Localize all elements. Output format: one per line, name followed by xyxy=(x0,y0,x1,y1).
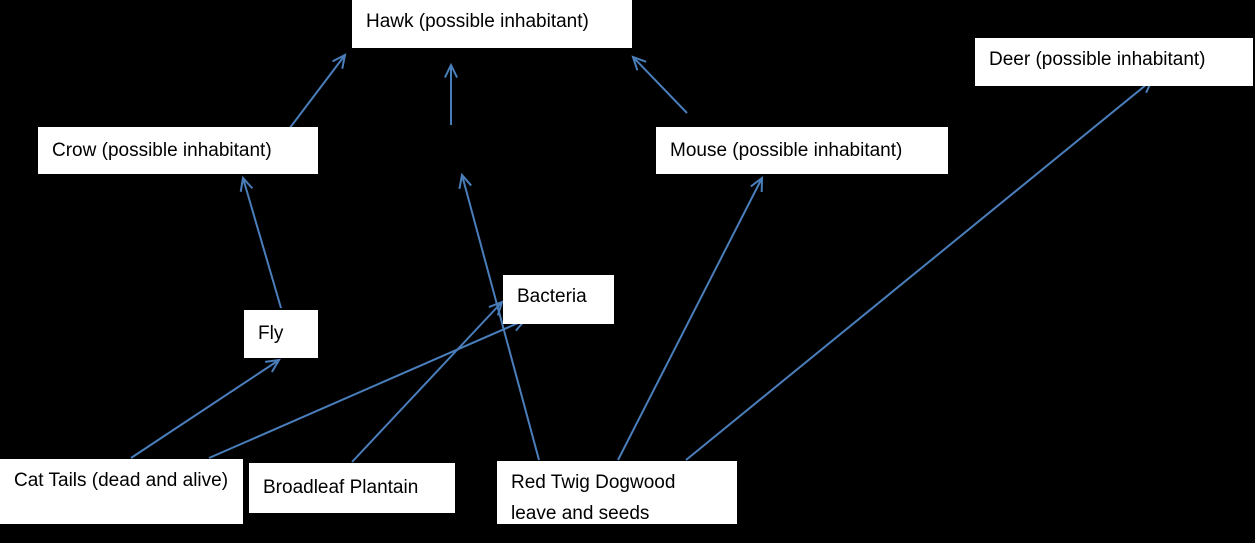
arrowhead-icon xyxy=(264,358,281,373)
arrow-redtwig-to-mouse xyxy=(617,175,764,461)
node-crow: Crow (possible inhabitant) xyxy=(38,127,318,174)
arrowhead-icon xyxy=(444,62,458,79)
node-hawk: Hawk (possible inhabitant) xyxy=(352,0,632,48)
node-cat-tails: Cat Tails (dead and alive) xyxy=(0,459,243,524)
arrowhead-icon xyxy=(488,300,504,316)
arrow-fly-to-crow xyxy=(239,175,282,309)
arrow-broadleaf-to-bacteria xyxy=(351,300,504,463)
node-broadleaf-plantain: Broadleaf Plantain xyxy=(249,463,455,513)
arrow-unlabeled-to-hawk xyxy=(444,62,458,125)
arrow-crow-to-hawk xyxy=(282,53,347,138)
arrowhead-icon xyxy=(332,53,347,69)
arrow-mouse-to-hawk xyxy=(631,55,688,114)
node-bacteria: Bacteria xyxy=(503,275,614,324)
arrowhead-icon xyxy=(631,55,647,71)
node-fly: Fly xyxy=(244,310,318,358)
arrow-redtwig-to-unlabeled xyxy=(458,172,540,461)
arrowhead-icon xyxy=(750,175,764,193)
arrowhead-icon xyxy=(458,172,472,189)
node-mouse: Mouse (possible inhabitant) xyxy=(656,127,948,174)
node-red-twig-dogwood: Red Twig Dogwood leave and seeds xyxy=(497,461,737,524)
arrowhead-icon xyxy=(239,175,254,192)
arrow-cattails-to-fly xyxy=(130,358,281,459)
node-deer: Deer (possible inhabitant) xyxy=(975,38,1253,86)
